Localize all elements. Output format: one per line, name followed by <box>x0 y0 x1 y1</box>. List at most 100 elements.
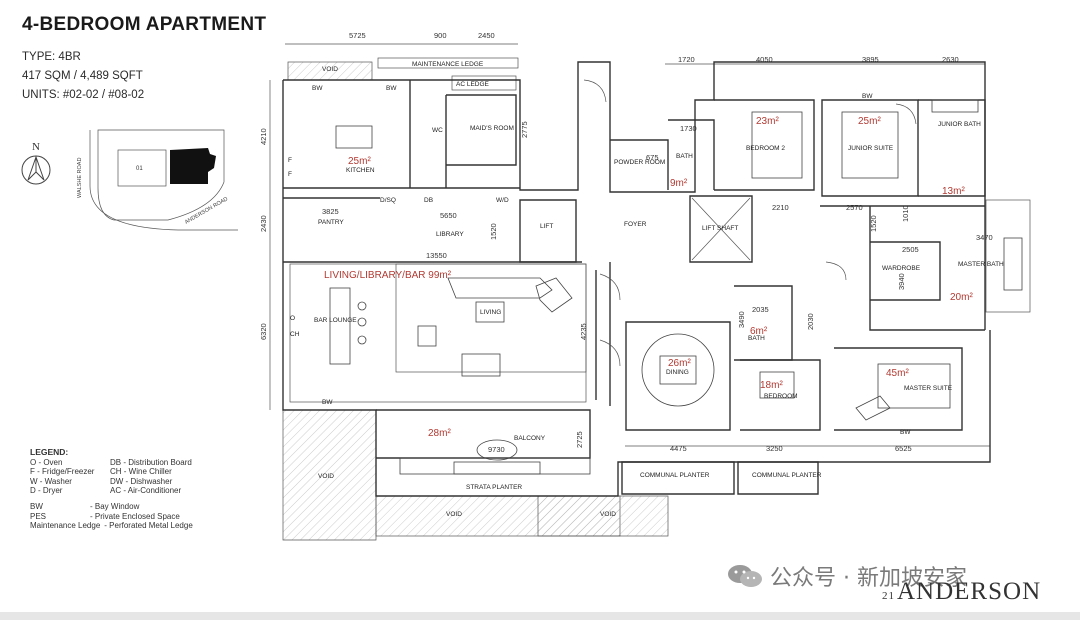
room-label-junior-bath: JUNIOR BATH <box>938 121 981 128</box>
dim-label: 2210 <box>772 203 789 212</box>
dimension-lines <box>269 43 990 447</box>
unit-location <box>170 148 216 184</box>
room-label-living: LIVING <box>480 309 501 316</box>
room-label-lift: LIFT <box>540 223 553 230</box>
dim-label: 2775 <box>520 121 529 138</box>
area-label-bath-2: 6m² <box>750 326 768 337</box>
room-label-maids-room: MAID'S ROOM <box>470 125 514 132</box>
dim-label: 3250 <box>766 444 783 453</box>
dim-label: 13550 <box>426 251 447 260</box>
dim-label: 2450 <box>478 31 495 40</box>
fixture-label: BW <box>322 399 333 406</box>
dim-label: 3490 <box>737 311 746 328</box>
dim-label: 900 <box>434 31 447 40</box>
room-label-junior-suite: JUNIOR SUITE <box>848 145 894 152</box>
dim-label: 4235 <box>579 323 588 340</box>
fixture-label: BW <box>312 85 323 92</box>
walls <box>282 61 991 497</box>
room-label-bedroom: BEDROOM <box>764 393 798 400</box>
area-label-junior-suite: 25m² <box>858 116 881 127</box>
page-title: 4-BEDROOM APARTMENT <box>22 14 267 35</box>
legend-item: D - Dryer <box>30 486 63 496</box>
fixture-label: BW <box>900 429 911 436</box>
legend-item: O - Oven <box>30 457 63 467</box>
fixture-label: F <box>288 157 292 164</box>
fixture-label: CH <box>290 331 300 338</box>
fixture-label: F <box>288 171 292 178</box>
room-label-ac-ledge: AC LEDGE <box>456 81 490 88</box>
room-label-communal-planter-2: COMMUNAL PLANTER <box>752 472 822 479</box>
unit-numbers: UNITS: #02-02 / #08-02 <box>22 89 145 101</box>
legend-item: W - Washer <box>30 476 72 486</box>
legend-item: DB - Distribution Board <box>110 457 192 467</box>
room-label-foyer: FOYER <box>624 221 647 228</box>
area-label-master-suite: 45m² <box>886 368 909 379</box>
doors <box>583 79 917 367</box>
dim-label: 2630 <box>942 55 959 64</box>
unit-type: TYPE: 4BR <box>22 51 81 63</box>
room-label-void-top: VOID <box>322 66 338 73</box>
room-label-wardrobe: WARDROBE <box>882 265 921 272</box>
dim-label: 1730 <box>680 124 697 133</box>
room-label-master-bath: MASTER BATH <box>958 261 1004 268</box>
area-label-bedroom-2: 23m² <box>756 116 779 127</box>
room-label-communal-planter-1: COMMUNAL PLANTER <box>640 472 710 479</box>
fixture-label: BW <box>386 85 397 92</box>
area-label-balcony: 28m² <box>428 428 451 439</box>
area-label-master-bath: 20m² <box>950 292 973 303</box>
dim-label: 6525 <box>895 444 912 453</box>
brand-number: 21 <box>882 590 895 602</box>
fixture-label: O <box>290 315 295 322</box>
room-label-strata-planter: STRATA PLANTER <box>466 484 522 491</box>
room-label-bath: BATH <box>676 153 693 160</box>
room-label-void-left: VOID <box>318 473 334 480</box>
room-label-library: LIBRARY <box>436 231 464 238</box>
room-label-dining: DINING <box>666 369 689 376</box>
block-label: 01 <box>136 166 143 172</box>
legend-heading: LEGEND: <box>30 447 69 457</box>
north-label: N <box>32 141 40 153</box>
dim-label: 675 <box>646 153 659 162</box>
zone-label-living-library-bar: LIVING/LIBRARY/BAR 99m² <box>324 270 452 281</box>
legend-item: - Private Enclosed Space <box>90 511 180 521</box>
void-bottom-2 <box>537 495 669 537</box>
dim-label: 2430 <box>259 215 268 232</box>
area-label-dining: 26m² <box>668 358 691 369</box>
wechat-icon <box>728 565 762 587</box>
legend-item: - Bay Window <box>90 501 140 511</box>
legend-item: Maintenance Ledge <box>30 521 101 531</box>
legend-item: CH - Wine Chiller <box>110 467 172 477</box>
watermark: 公众号 · 新加坡安家 <box>726 560 967 592</box>
room-label-lift-shaft: LIFT SHAFT <box>702 225 738 232</box>
bottom-bar <box>0 612 1080 620</box>
watermark-text: 公众号 · 新加坡安家 <box>770 566 967 591</box>
dim-label: 1520 <box>869 215 878 232</box>
dim-label: 6320 <box>259 323 268 340</box>
key-plan: N 01 WALSHE ROAD ANDERSON ROAD <box>21 129 238 231</box>
dim-label: 2570 <box>846 203 863 212</box>
room-label-master-suite: MASTER SUITE <box>904 385 953 392</box>
dim-label: 4050 <box>756 55 773 64</box>
legend-item: BW <box>30 501 43 511</box>
area-label-bedroom: 18m² <box>760 380 783 391</box>
area-label-kitchen: 25m² <box>348 156 371 167</box>
dim-label: 3940 <box>897 273 906 290</box>
brand-name: ANDERSON <box>897 578 1042 605</box>
fixture-label: D/SQ <box>380 197 396 204</box>
dim-label: 1720 <box>678 55 695 64</box>
dim-label: 1010 <box>901 205 910 222</box>
dim-label: 9730 <box>488 445 505 454</box>
legend-item: - Perforated Metal Ledge <box>104 521 193 531</box>
legend-item: PES <box>30 511 47 521</box>
legend-item: DW - Dishwasher <box>110 476 173 486</box>
dim-label: 1520 <box>489 223 498 240</box>
room-label-bedroom-2: BEDROOM 2 <box>746 145 785 152</box>
furniture <box>329 99 1023 475</box>
room-label-balcony: BALCONY <box>514 435 546 442</box>
fixture-label: DB <box>424 197 433 204</box>
room-label-wc: WC <box>432 127 443 134</box>
fixture-label: W/D <box>496 197 509 204</box>
dim-label: 5650 <box>440 211 457 220</box>
dim-label: 2030 <box>806 313 815 330</box>
